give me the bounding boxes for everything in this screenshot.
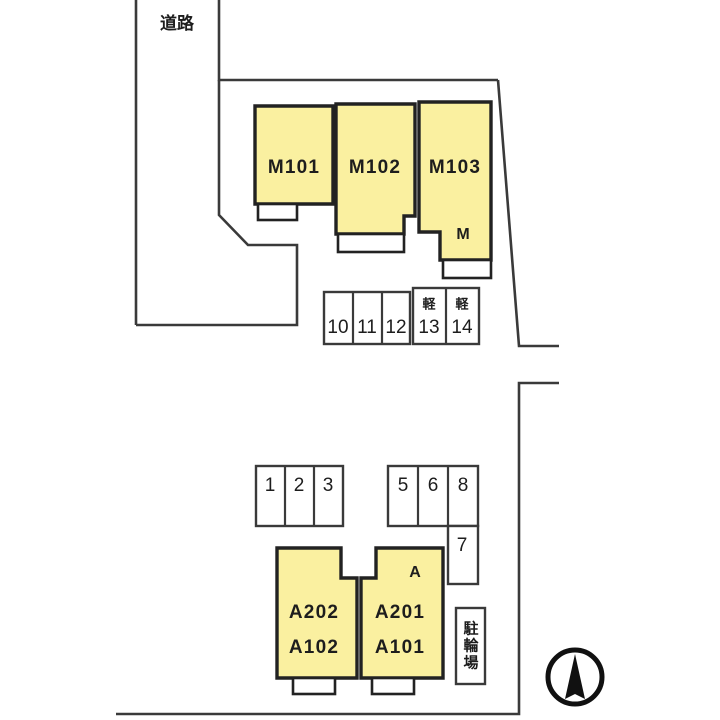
parking-stall-14-kei-label: 軽 — [455, 297, 469, 313]
site-boundary-group — [116, 0, 559, 716]
parking-stall-12-label: 12 — [385, 317, 406, 338]
compass-needle-north — [565, 654, 585, 699]
parking-stall-10-12-block[interactable] — [322, 290, 412, 346]
parking-stall-8-label: 8 — [458, 475, 469, 496]
unit-m101-label: M101 — [268, 157, 320, 178]
building-block-a: A202 A102 A201 A101 A — [275, 546, 445, 696]
parking-stall-6-label: 6 — [428, 475, 439, 496]
parking-stall-3-label: 3 — [323, 475, 334, 496]
parking-stall-10-label: 10 — [327, 317, 348, 338]
unit-a101-label: A101 — [375, 637, 425, 658]
north-compass-icon — [545, 647, 605, 707]
unit-m101-shape[interactable] — [253, 104, 335, 206]
unit-m102-label: M102 — [349, 157, 401, 178]
block-m-label: M — [456, 226, 469, 243]
upper-parcel-west-edge — [136, 80, 299, 327]
unit-a101-entrance — [370, 676, 416, 696]
unit-a202-a102-shape[interactable] — [275, 546, 359, 680]
upper-parcel-east-edge — [496, 79, 559, 348]
upper-parcel-boundary — [217, 0, 498, 82]
road-label: 道路 — [160, 13, 195, 34]
lower-parcel-boundary — [116, 381, 559, 716]
unit-m103-entrance — [441, 258, 493, 280]
unit-m102-entrance — [336, 232, 406, 254]
unit-a102-label: A102 — [289, 637, 339, 658]
parking-row-lower-right: 5 6 8 7 — [386, 464, 480, 586]
unit-a201-label: A201 — [375, 602, 425, 623]
unit-a102-entrance — [291, 676, 337, 696]
parking-stall-1-label: 1 — [265, 475, 276, 496]
block-a-label: A — [409, 564, 421, 581]
unit-a201-a101-shape[interactable] — [359, 546, 445, 680]
parking-stall-13-kei-label: 軽 — [422, 297, 436, 313]
bicycle-parking-area[interactable]: 駐輪場 — [454, 606, 487, 686]
parking-row-lower-left: 1 2 3 — [254, 464, 345, 528]
parking-stall-5-8-block[interactable] — [386, 464, 480, 528]
parking-stall-1-3-block[interactable] — [254, 464, 345, 528]
unit-m101-entrance — [256, 202, 299, 222]
parking-stall-13-label: 13 — [418, 317, 439, 338]
parking-stall-7-label: 7 — [457, 535, 468, 556]
unit-m103-label: M103 — [429, 157, 481, 178]
unit-a202-label: A202 — [289, 602, 339, 623]
bicycle-parking-box[interactable] — [454, 606, 487, 686]
parking-stall-14-label: 14 — [451, 317, 473, 338]
parking-row-upper: 10 11 12 軽 13 軽 14 — [322, 286, 481, 346]
parking-stall-7-block[interactable] — [446, 524, 480, 586]
bicycle-parking-label: 駐輪場 — [462, 620, 480, 672]
parking-stall-2-label: 2 — [294, 475, 305, 496]
unit-m103-shape[interactable] — [417, 100, 493, 262]
parking-stall-11-label: 11 — [357, 317, 377, 338]
parking-stall-5-label: 5 — [398, 475, 409, 496]
unit-m102-shape[interactable] — [334, 102, 417, 236]
building-block-m: M101 M102 M103 M — [253, 100, 493, 280]
